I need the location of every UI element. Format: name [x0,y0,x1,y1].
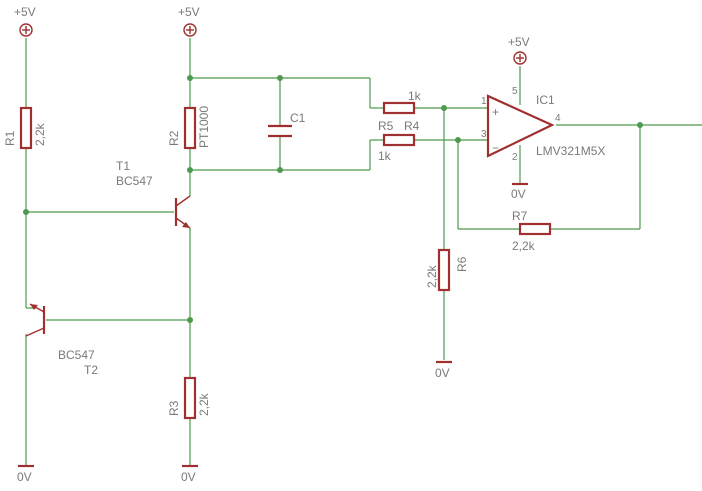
capacitor-c1: C1 [268,111,306,138]
vcc-label: +5V [178,5,200,19]
gnd-symbol-opamp: 0V [511,182,528,201]
ic1-name: IC1 [536,93,555,107]
opamp-plus-sign: + [492,105,499,119]
pin-3: 3 [481,129,487,140]
t2-value: BC547 [58,348,95,362]
pin-5: 5 [512,86,518,97]
gnd-symbol-r6: 0V [435,360,452,380]
resistor-r3: R3 2,2k [167,376,211,420]
r1-name: R1 [3,130,17,146]
pin-2: 2 [512,152,518,163]
resistor-r4: 1k R4 [382,89,422,133]
t1-value: BC547 [116,174,153,188]
r4-name: R4 [404,119,420,133]
r6-name: R6 [455,256,469,272]
transistor-t1: T1 BC547 [116,159,191,229]
r4-value: 1k [408,89,422,103]
resistor-r2: R2 PT1000 [167,106,211,150]
resistor-r6: 2,2k R6 [425,248,469,292]
vcc-label: +5V [508,35,530,49]
resistor-r7: R7 2,2k [512,209,552,253]
t2-name: T2 [84,363,98,377]
r3-name: R3 [167,400,181,416]
ic1-value: LMV321M5X [536,144,605,158]
r6-value: 2,2k [425,264,439,288]
r7-value: 2,2k [512,239,536,253]
vcc-label: +5V [14,5,36,19]
vcc-symbol-opamp: +5V [508,35,530,65]
gnd-label: 0V [181,470,196,484]
t1-name: T1 [116,159,130,173]
gnd-label: 0V [435,366,450,380]
gnd-label: 0V [511,187,526,201]
gnd-symbol-middle: 0V [181,464,198,484]
r7-name: R7 [512,209,528,223]
pin-4: 4 [555,113,561,124]
c1-name: C1 [290,111,306,125]
gnd-label: 0V [17,470,32,484]
r5-value: 1k [378,149,392,163]
opamp-ic1: + − 1 3 4 5 2 IC1 LMV321M5X [481,86,605,163]
r1-value: 2,2k [33,122,47,146]
gnd-symbol-left: 0V [17,464,34,484]
junctions [23,75,643,323]
vcc-symbol-middle: +5V [178,5,200,37]
r5-name: R5 [378,119,394,133]
r2-name: R2 [167,130,181,146]
opamp-minus-sign: − [492,141,499,155]
wires [25,38,702,465]
r2-value: PT1000 [197,106,211,148]
resistor-r1: R1 2,2k [3,106,47,150]
resistor-r5: R5 1k [378,119,416,163]
pin-1: 1 [481,96,487,107]
r3-value: 2,2k [197,392,211,416]
vcc-symbol-left: +5V [14,5,36,37]
transistor-t2: BC547 T2 [25,303,98,377]
